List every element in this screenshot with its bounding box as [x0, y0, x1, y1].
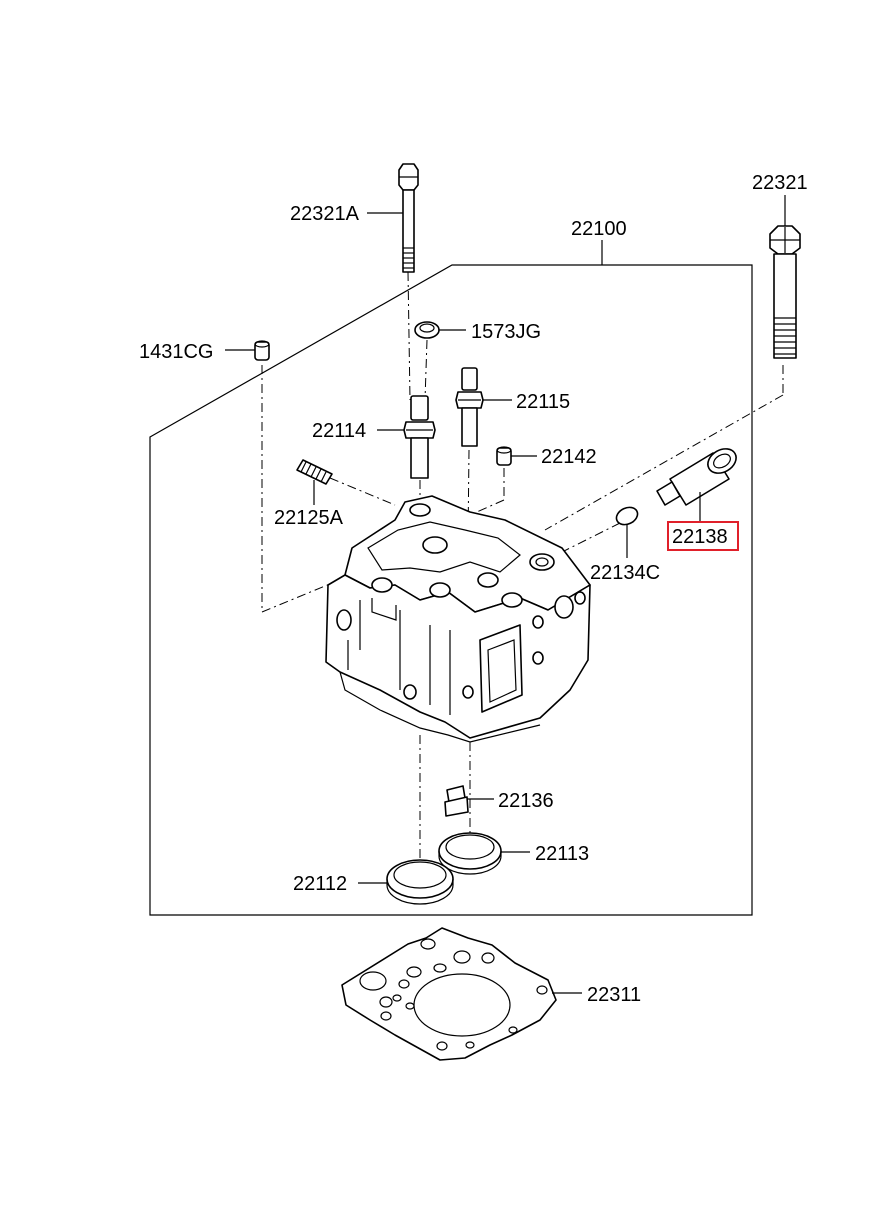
plug-22134C[interactable]	[614, 504, 641, 528]
bolt-22321[interactable]	[769, 225, 801, 359]
head-gasket-22311[interactable]	[341, 927, 557, 1061]
label-22100[interactable]: 22100	[571, 218, 627, 240]
pin-22142[interactable]	[496, 446, 512, 466]
label-1431CG[interactable]: 1431CG	[139, 341, 214, 363]
valve-guide-22114[interactable]	[403, 395, 436, 479]
label-1573JG[interactable]: 1573JG	[471, 321, 541, 343]
plug-22136[interactable]	[444, 785, 469, 817]
part-labels: 22321A 22321 22100 1573JG 1431CG 22115 2…	[139, 172, 808, 1006]
label-22114[interactable]: 22114	[312, 420, 366, 442]
label-22138[interactable]: 22138	[672, 526, 728, 548]
highlight-box-22138	[667, 521, 739, 551]
bolt-22321A[interactable]	[398, 163, 419, 273]
sleeve-22138[interactable]	[656, 444, 740, 506]
label-22142[interactable]: 22142	[541, 446, 597, 468]
label-22115[interactable]: 22115	[516, 391, 570, 413]
assembly-frame	[149, 264, 753, 916]
label-22134C[interactable]: 22134C	[590, 562, 660, 584]
valve-guide-22115[interactable]	[455, 367, 484, 447]
valve-seat-22112[interactable]	[386, 859, 454, 905]
valve-seat-22113[interactable]	[438, 832, 502, 875]
cylinder-head-22100[interactable]	[325, 495, 591, 743]
leader-lines	[225, 195, 786, 994]
label-22136[interactable]: 22136	[498, 790, 554, 812]
label-22112[interactable]: 22112	[293, 873, 347, 895]
label-22113[interactable]: 22113	[535, 843, 589, 865]
label-22125A[interactable]: 22125A	[274, 507, 344, 529]
ring-1573JG[interactable]	[414, 321, 440, 339]
stud-22125A[interactable]	[296, 459, 333, 485]
pin-1431CG[interactable]	[254, 340, 270, 361]
label-22321A[interactable]: 22321A	[290, 203, 360, 225]
label-22311[interactable]: 22311	[587, 984, 641, 1006]
label-22321[interactable]: 22321	[752, 172, 808, 194]
